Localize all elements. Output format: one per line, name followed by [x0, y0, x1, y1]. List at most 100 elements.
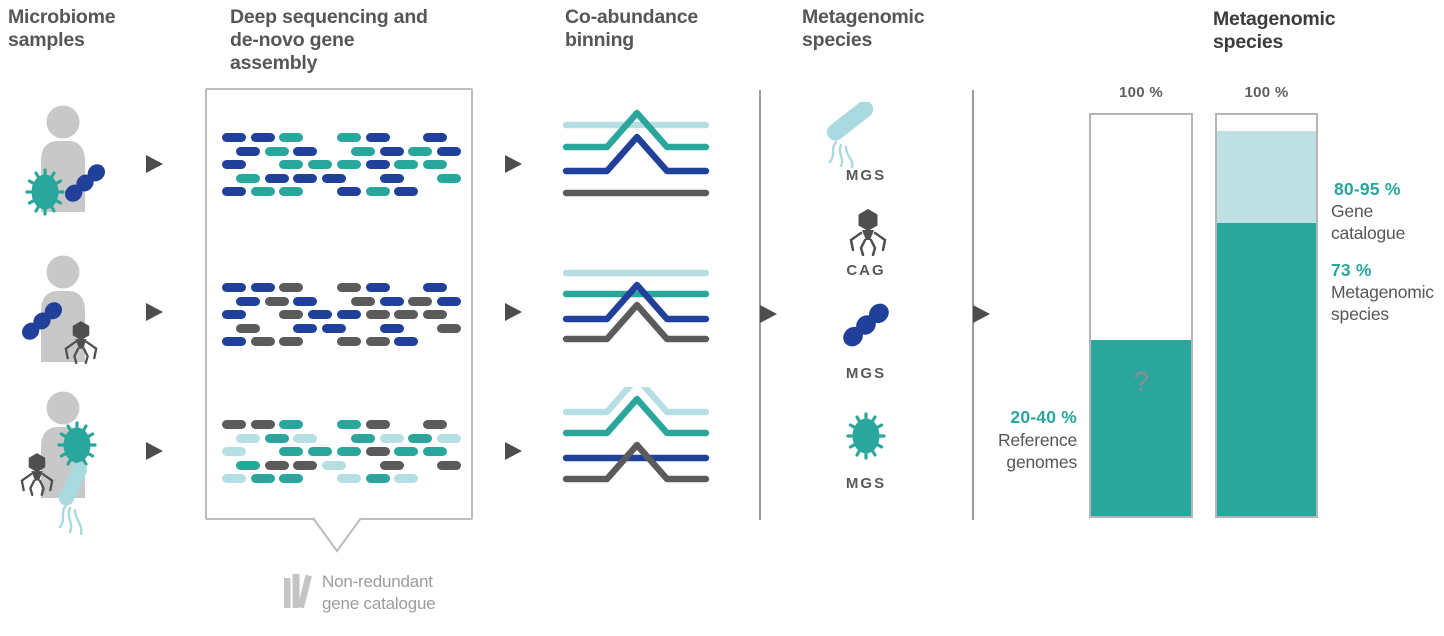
- abundance-profile-group: [562, 109, 710, 197]
- read-dash: [250, 337, 275, 347]
- read-dash: [436, 296, 461, 306]
- read-dash: [236, 146, 260, 156]
- heading-microbiome-samples: Microbiome samples: [8, 6, 116, 51]
- read-dash: [336, 310, 361, 320]
- read-dash: [250, 187, 275, 197]
- read-dash: [222, 447, 246, 457]
- read-dash: [222, 337, 246, 347]
- read-dash: [279, 283, 304, 292]
- read-dash: [394, 337, 419, 347]
- reference-genomes-value: 20-40 %: [1010, 407, 1077, 427]
- abundance-line: [562, 387, 710, 416]
- read-dash: [279, 447, 304, 457]
- phage-icon: [849, 209, 887, 256]
- read-dash: [293, 146, 318, 156]
- read-dash: [236, 173, 260, 183]
- heading-metagenomic-species: Metagenomic species: [802, 6, 925, 51]
- abundance-line: [562, 301, 710, 343]
- read-dash: [293, 323, 318, 333]
- read-dash: [379, 460, 404, 470]
- read-dash: [222, 474, 246, 484]
- read-dash: [436, 173, 461, 183]
- read-dash: [336, 133, 361, 142]
- arrow-right-icon: [146, 155, 163, 173]
- arrow-right-icon: [760, 305, 777, 323]
- read-dash: [365, 310, 390, 320]
- bar1-axis-label: 100 %: [1118, 84, 1164, 101]
- read-dash: [279, 474, 304, 484]
- read-dash: [336, 447, 361, 457]
- read-dash: [422, 133, 447, 142]
- read-dash: [322, 173, 347, 183]
- read-dash: [264, 460, 289, 470]
- abundance-line: [562, 109, 710, 151]
- gene-catalogue-name: Gene catalogue: [1331, 201, 1406, 244]
- read-dash: [394, 187, 419, 197]
- read-dash: [279, 187, 304, 197]
- cocci-chain-icon: [843, 303, 889, 347]
- bacillus-icon: [826, 102, 874, 168]
- cocci-chain-icon: [21, 302, 63, 340]
- read-dash: [293, 460, 318, 470]
- read-dash: [250, 474, 275, 484]
- read-dash: [350, 146, 375, 156]
- spiky-coccus-icon: [25, 168, 65, 216]
- bar2-axis-label: 100 %: [1244, 84, 1289, 101]
- metagenomic-species-name: Metagenomic species: [1331, 282, 1434, 325]
- read-dash: [365, 187, 390, 197]
- read-dash: [365, 283, 390, 292]
- read-dash: [379, 433, 404, 443]
- abundance-profile-group: [562, 269, 710, 343]
- read-dash: [222, 283, 246, 292]
- read-dash: [279, 160, 304, 170]
- bar-segment: [1217, 131, 1316, 224]
- read-dash: [436, 323, 461, 333]
- read-dash: [279, 420, 304, 429]
- read-dash: [336, 160, 361, 170]
- arrow-right-icon: [505, 155, 522, 173]
- read-dash: [308, 160, 333, 170]
- abundance-line: [562, 133, 710, 175]
- metagenomic-species-bar: [1215, 113, 1318, 518]
- read-dash: [222, 310, 246, 320]
- unknown-fraction-annotation: ?: [1133, 366, 1149, 397]
- read-dash: [394, 160, 419, 170]
- read-dash: [236, 323, 260, 333]
- abundance-line: [562, 395, 710, 437]
- callout-label: Non-redundant gene catalogue: [322, 572, 436, 613]
- abundance-profile-group: [562, 387, 710, 483]
- read-dash: [365, 474, 390, 484]
- read-dash: [379, 173, 404, 183]
- read-dash: [293, 433, 318, 443]
- read-dash: [350, 296, 375, 306]
- read-dash: [365, 160, 390, 170]
- read-dash: [394, 447, 419, 457]
- read-dash: [264, 146, 289, 156]
- read-dash: [279, 133, 304, 142]
- read-dash: [279, 337, 304, 347]
- read-dash: [250, 133, 275, 142]
- read-dash: [379, 323, 404, 333]
- read-dash: [379, 296, 404, 306]
- species-label: MGS: [845, 475, 887, 492]
- read-dash: [436, 146, 461, 156]
- heading-deep-sequencing: Deep sequencing and de-novo gene assembl…: [230, 6, 428, 74]
- read-dash: [422, 310, 447, 320]
- bar-segment: [1217, 223, 1316, 516]
- read-dash: [222, 187, 246, 197]
- read-dash: [236, 460, 260, 470]
- read-dash: [222, 133, 246, 142]
- read-dash: [222, 160, 246, 170]
- read-dash: [365, 447, 390, 457]
- cocci-chain-icon: [64, 164, 106, 202]
- read-dash: [308, 447, 333, 457]
- read-dash: [408, 433, 433, 443]
- species-label: MGS: [845, 167, 887, 184]
- species-label: CAG: [846, 262, 886, 279]
- arrow-right-icon: [146, 442, 163, 460]
- gene-catalogue-value: 80-95 %: [1334, 179, 1401, 199]
- read-dash: [336, 187, 361, 197]
- read-dash: [408, 146, 433, 156]
- species-label: MGS: [845, 365, 887, 382]
- phage-icon: [64, 321, 98, 364]
